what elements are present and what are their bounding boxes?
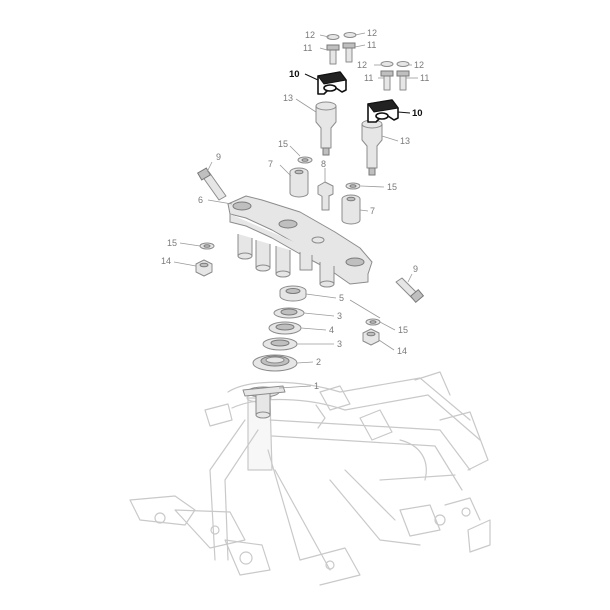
callout-3: 3 (337, 311, 342, 321)
part-10-clamp-left (317, 71, 347, 95)
part-13-riser-left (315, 101, 337, 156)
callout-1: 1 (314, 381, 319, 391)
callout-labels: 12 12 11 11 10 12 12 11 11 10 13 13 15 7… (161, 28, 429, 391)
callout-15-right: 15 (398, 325, 408, 335)
part-12-washer-b (343, 32, 357, 38)
callout-7: 7 (370, 206, 375, 216)
callout-13: 13 (400, 136, 410, 146)
part-11-bolt-a (326, 44, 340, 65)
part-15-washer-left-riser (297, 156, 313, 164)
leader-lines (173, 32, 418, 389)
callout-9: 9 (413, 264, 418, 274)
callout-13: 13 (283, 93, 293, 103)
callout-15: 15 (278, 139, 288, 149)
part-2-bearing (252, 354, 298, 372)
callout-15: 15 (387, 182, 397, 192)
part-6-triple-clamp (227, 195, 373, 288)
callout-12: 12 (414, 60, 424, 70)
part-1-stem (242, 385, 286, 419)
part-7-spacer-right (341, 194, 361, 225)
callout-11: 11 (364, 73, 373, 83)
callout-6: 6 (198, 195, 203, 205)
part-3-upper-race (273, 307, 305, 319)
part-12-washer-d (396, 61, 410, 67)
callout-8: 8 (321, 159, 326, 169)
callout-5: 5 (339, 293, 344, 303)
callout-9: 9 (216, 152, 221, 162)
callout-7: 7 (268, 159, 273, 169)
part-3-lower-race (262, 337, 298, 351)
part-15-washer-right-riser (345, 182, 361, 190)
part-12-washer-c (380, 61, 394, 67)
callout-12: 12 (305, 30, 315, 40)
callout-12: 12 (367, 28, 377, 38)
callout-12: 12 (357, 60, 367, 70)
part-8-stem-bolt (317, 181, 334, 211)
part-13-riser-right (361, 119, 383, 176)
callout-4: 4 (329, 325, 334, 335)
callout-11: 11 (303, 43, 312, 53)
part-7-spacer-left (289, 167, 309, 198)
part-10-clamp-right (367, 99, 399, 123)
motorcycle-frame (129, 371, 491, 586)
part-11-bolt-d (396, 70, 410, 91)
callout-14: 14 (397, 346, 407, 356)
callout-10: 10 (289, 69, 300, 80)
part-14-nut-right (362, 328, 380, 346)
callout-2: 2 (316, 357, 321, 367)
callout-11: 11 (367, 40, 376, 50)
callout-14: 14 (161, 256, 171, 266)
part-11-bolt-c (380, 70, 394, 91)
part-14-nut-left (195, 259, 213, 277)
part-9-bolt-right (395, 277, 425, 303)
callout-10: 10 (412, 108, 423, 119)
part-15-washer-right (365, 318, 381, 326)
callout-3: 3 (337, 339, 342, 349)
part-4-bearing (268, 321, 302, 335)
part-5-nut (279, 285, 307, 302)
callout-11: 11 (420, 73, 429, 83)
callout-15: 15 (167, 238, 177, 248)
part-12-washer-a (326, 34, 340, 40)
part-11-bolt-b (342, 42, 356, 63)
part-15-washer-left (199, 242, 215, 250)
